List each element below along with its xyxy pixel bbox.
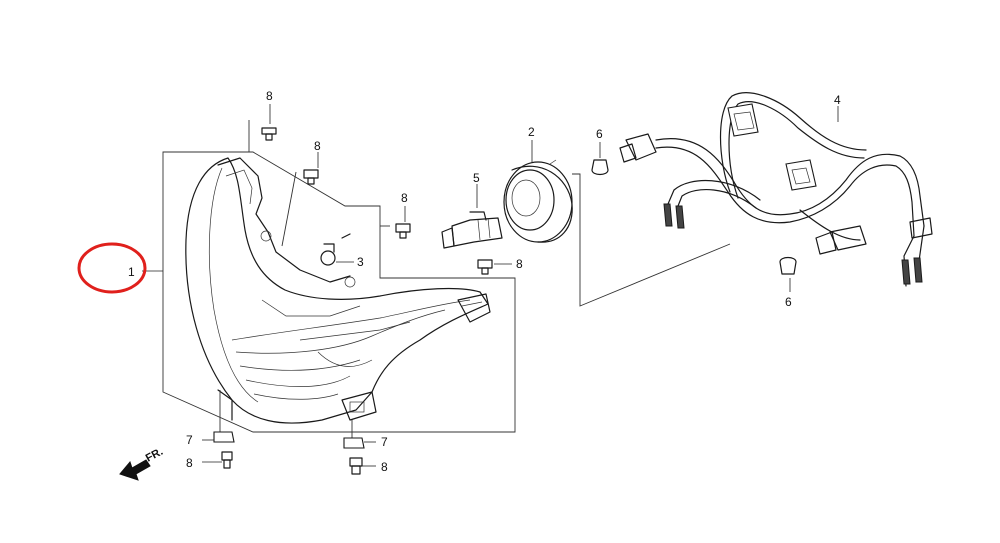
callout-7-left: 7	[186, 433, 193, 447]
clip-left[interactable]	[202, 390, 235, 469]
callout-7-right: 7	[381, 435, 388, 449]
callout-8-lower-right: 8	[516, 257, 523, 271]
position-bulb-upper[interactable]	[591, 142, 609, 176]
headlight-bulb-5[interactable]	[441, 184, 503, 249]
callout-5: 5	[473, 171, 480, 185]
callout-4: 4	[834, 93, 841, 107]
front-label: FR.	[144, 446, 165, 465]
callout-8-upper: 8	[314, 139, 321, 153]
callout-8-bottom-left: 8	[186, 456, 193, 470]
callout-6-lower: 6	[785, 295, 792, 309]
callout-2: 2	[528, 125, 535, 139]
bulb-socket-3[interactable]	[320, 233, 354, 266]
callout-3: 3	[357, 255, 364, 269]
wire-harness-4[interactable]	[619, 92, 933, 287]
headlight-unit[interactable]	[185, 157, 491, 424]
callout-1: 1	[128, 265, 135, 279]
screw-lower-right[interactable]	[477, 259, 512, 275]
screw-upper[interactable]	[281, 152, 319, 247]
assembly-boundary	[162, 151, 516, 433]
highlight-circle	[77, 242, 147, 294]
reflector-boundary	[572, 173, 731, 307]
clip-right[interactable]	[343, 420, 376, 475]
screw-middle[interactable]	[380, 206, 411, 239]
screw-top[interactable]	[248, 104, 277, 152]
callout-6-upper: 6	[596, 127, 603, 141]
position-bulb-lower[interactable]	[779, 256, 797, 293]
callout-8-middle: 8	[401, 191, 408, 205]
front-direction-arrow: FR.	[119, 446, 165, 481]
callout-8-bottom-right: 8	[381, 460, 388, 474]
callout-8-top: 8	[266, 89, 273, 103]
reflector-2[interactable]	[503, 140, 573, 243]
